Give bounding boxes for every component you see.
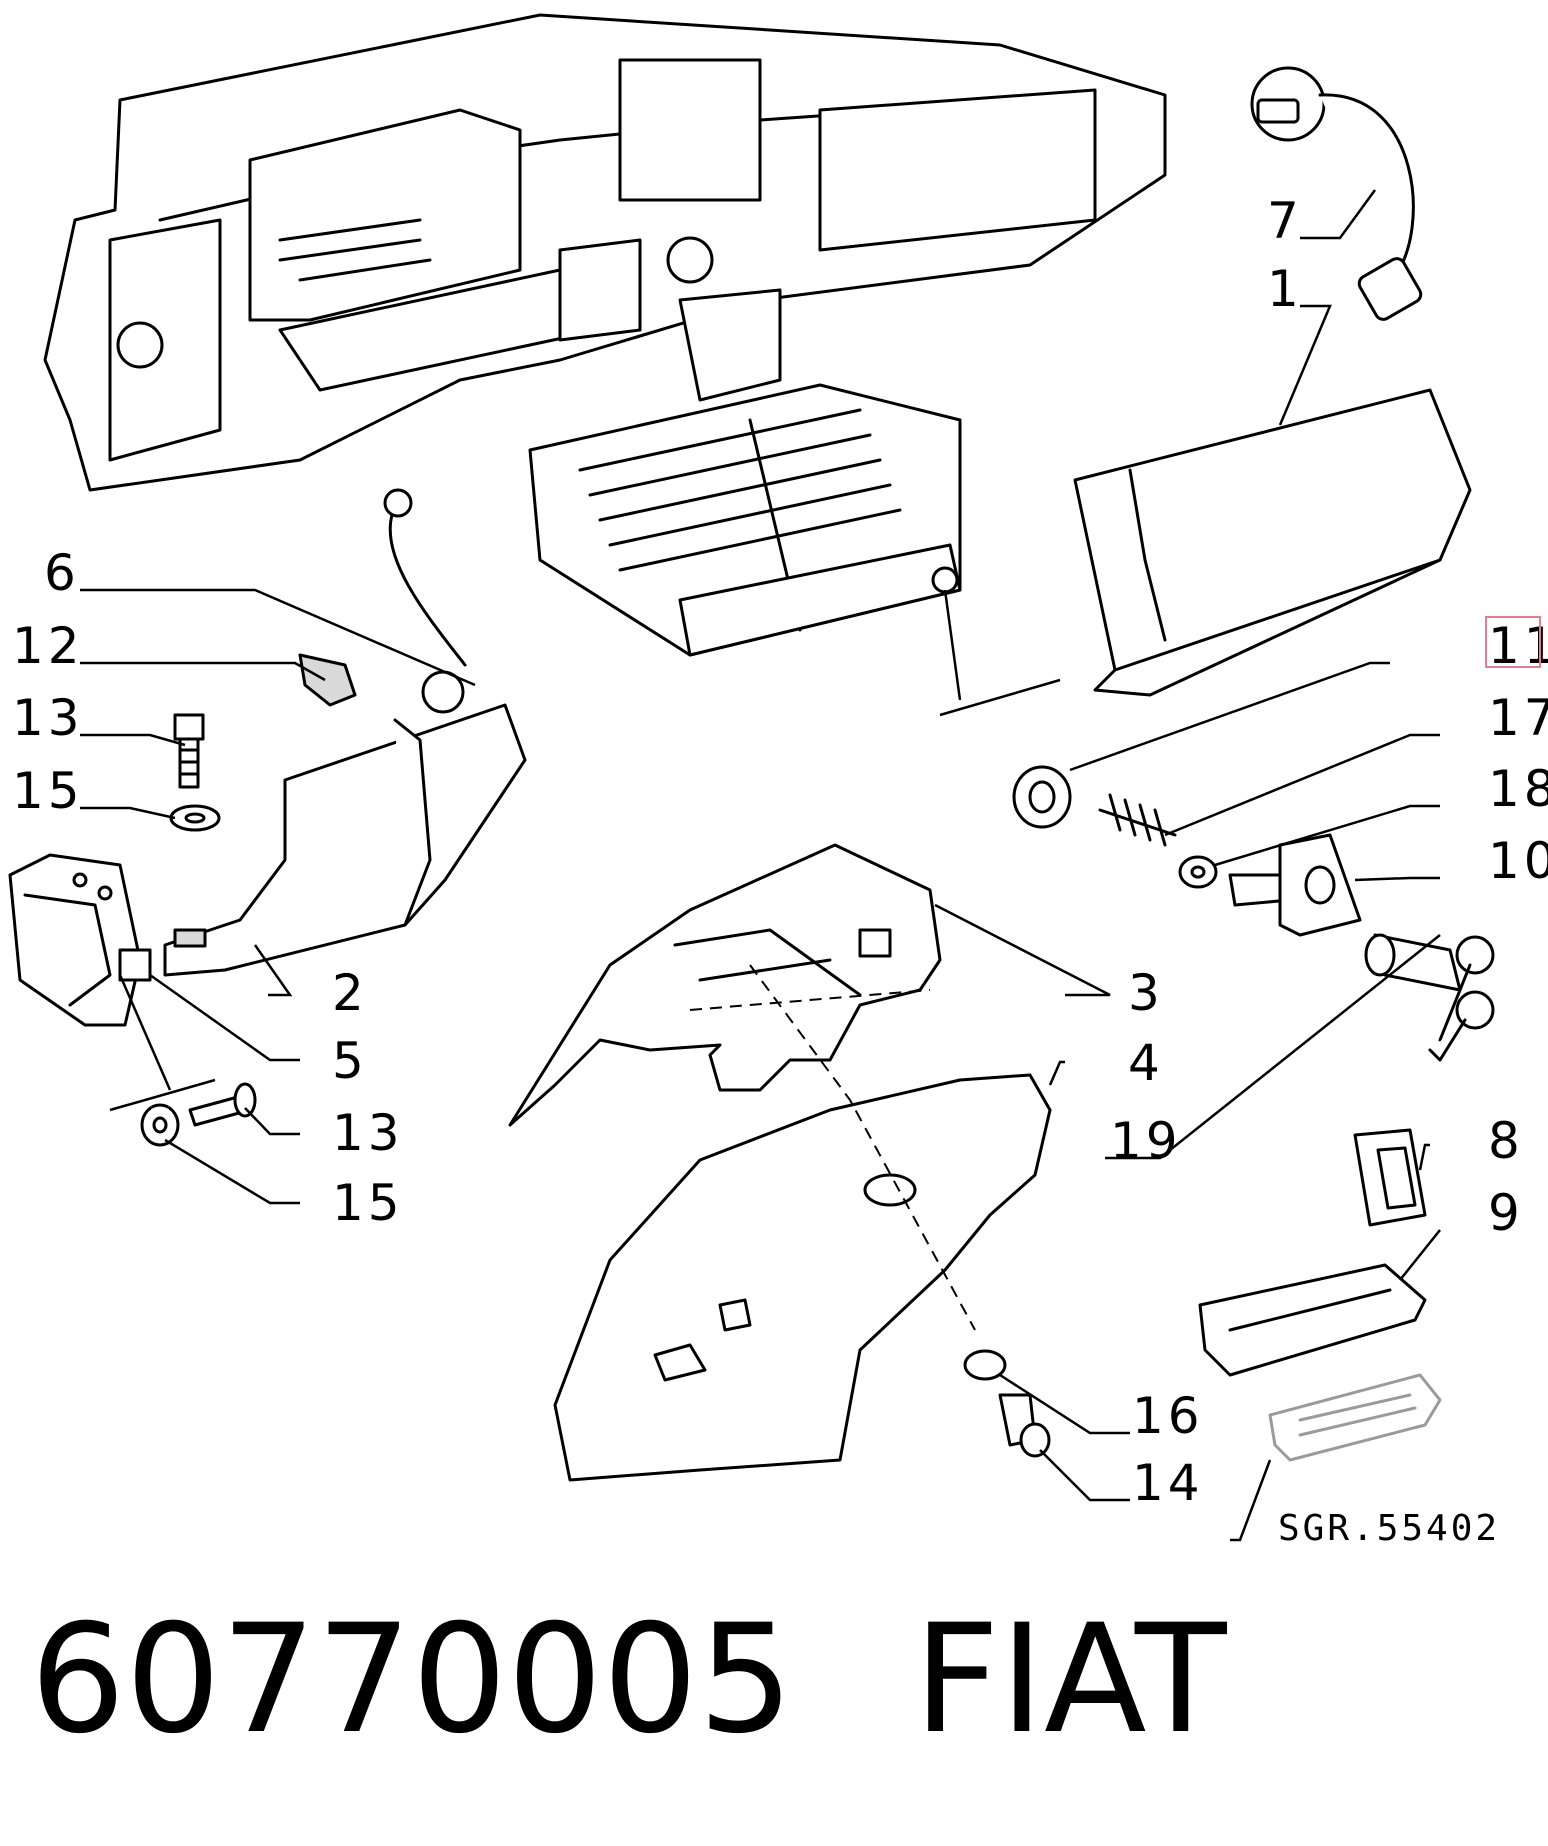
part-8-switch	[1353, 1128, 1427, 1227]
callout-11-highlight	[1485, 616, 1541, 668]
part-1-glove-box-lid	[1073, 388, 1472, 697]
part-15-washer-upper	[169, 804, 221, 832]
callout-9: 9	[1488, 1184, 1524, 1242]
callout-17: 17	[1488, 689, 1548, 747]
part-10-lock-housing	[1228, 833, 1362, 937]
callout-13-lower: 13	[332, 1104, 404, 1162]
callout-3: 3	[1128, 964, 1164, 1022]
part-14-screw	[998, 1393, 1051, 1458]
assembly-dashline-lock	[689, 989, 931, 1011]
leader-lines	[80, 189, 1441, 1542]
footer: 60770005 FIAT	[30, 1605, 1227, 1765]
part-16-washer	[963, 1349, 1007, 1381]
callout-15-lower: 15	[332, 1174, 404, 1232]
part-number: 60770005	[30, 1593, 794, 1767]
brand-name: FIAT	[913, 1593, 1227, 1767]
center-console-illustration	[528, 383, 962, 657]
part-17-spring	[1098, 793, 1177, 847]
callout-1: 1	[1267, 260, 1303, 318]
callout-8: 8	[1488, 1112, 1524, 1170]
part-7-wire-harness	[1250, 66, 1423, 321]
reference-code: SGR.55402	[1278, 1508, 1500, 1549]
part-9-lamp	[1198, 1263, 1427, 1377]
part-13-bolt-lower	[188, 1082, 257, 1127]
callout-10: 10	[1488, 832, 1548, 890]
part-11-bezel	[1012, 765, 1072, 829]
callout-4: 4	[1128, 1034, 1164, 1092]
callout-11: 11	[1488, 617, 1548, 675]
part-2-lower-cover	[163, 703, 527, 977]
part-13-bolt-upper	[173, 713, 205, 789]
callout-16: 16	[1132, 1387, 1204, 1445]
part-3-upper-shroud	[508, 843, 942, 1127]
callout-14: 14	[1132, 1454, 1204, 1512]
part-4-lower-shroud	[553, 1073, 1052, 1482]
callout-13-upper: 13	[12, 689, 84, 747]
assembly-dashline-shroud	[749, 964, 976, 1331]
part-5-bracket	[8, 853, 152, 1027]
callout-18: 18	[1488, 760, 1548, 818]
callout-15-upper: 15	[12, 762, 84, 820]
part-18-washer	[1178, 855, 1218, 889]
lamp-lens-illustration	[1268, 1373, 1442, 1462]
callout-19: 19	[1110, 1112, 1182, 1170]
part-19-lock-cylinder-keys	[1364, 933, 1495, 1062]
callout-2: 2	[332, 964, 368, 1022]
callout-5: 5	[332, 1032, 368, 1090]
callout-12: 12	[12, 617, 84, 675]
part-6-ground-strap	[383, 488, 467, 714]
part-15-washer-lower	[140, 1103, 180, 1147]
callout-7: 7	[1267, 192, 1303, 250]
part-12-plug	[298, 653, 357, 707]
dashboard-illustration	[43, 13, 1167, 492]
callout-6: 6	[44, 544, 80, 602]
